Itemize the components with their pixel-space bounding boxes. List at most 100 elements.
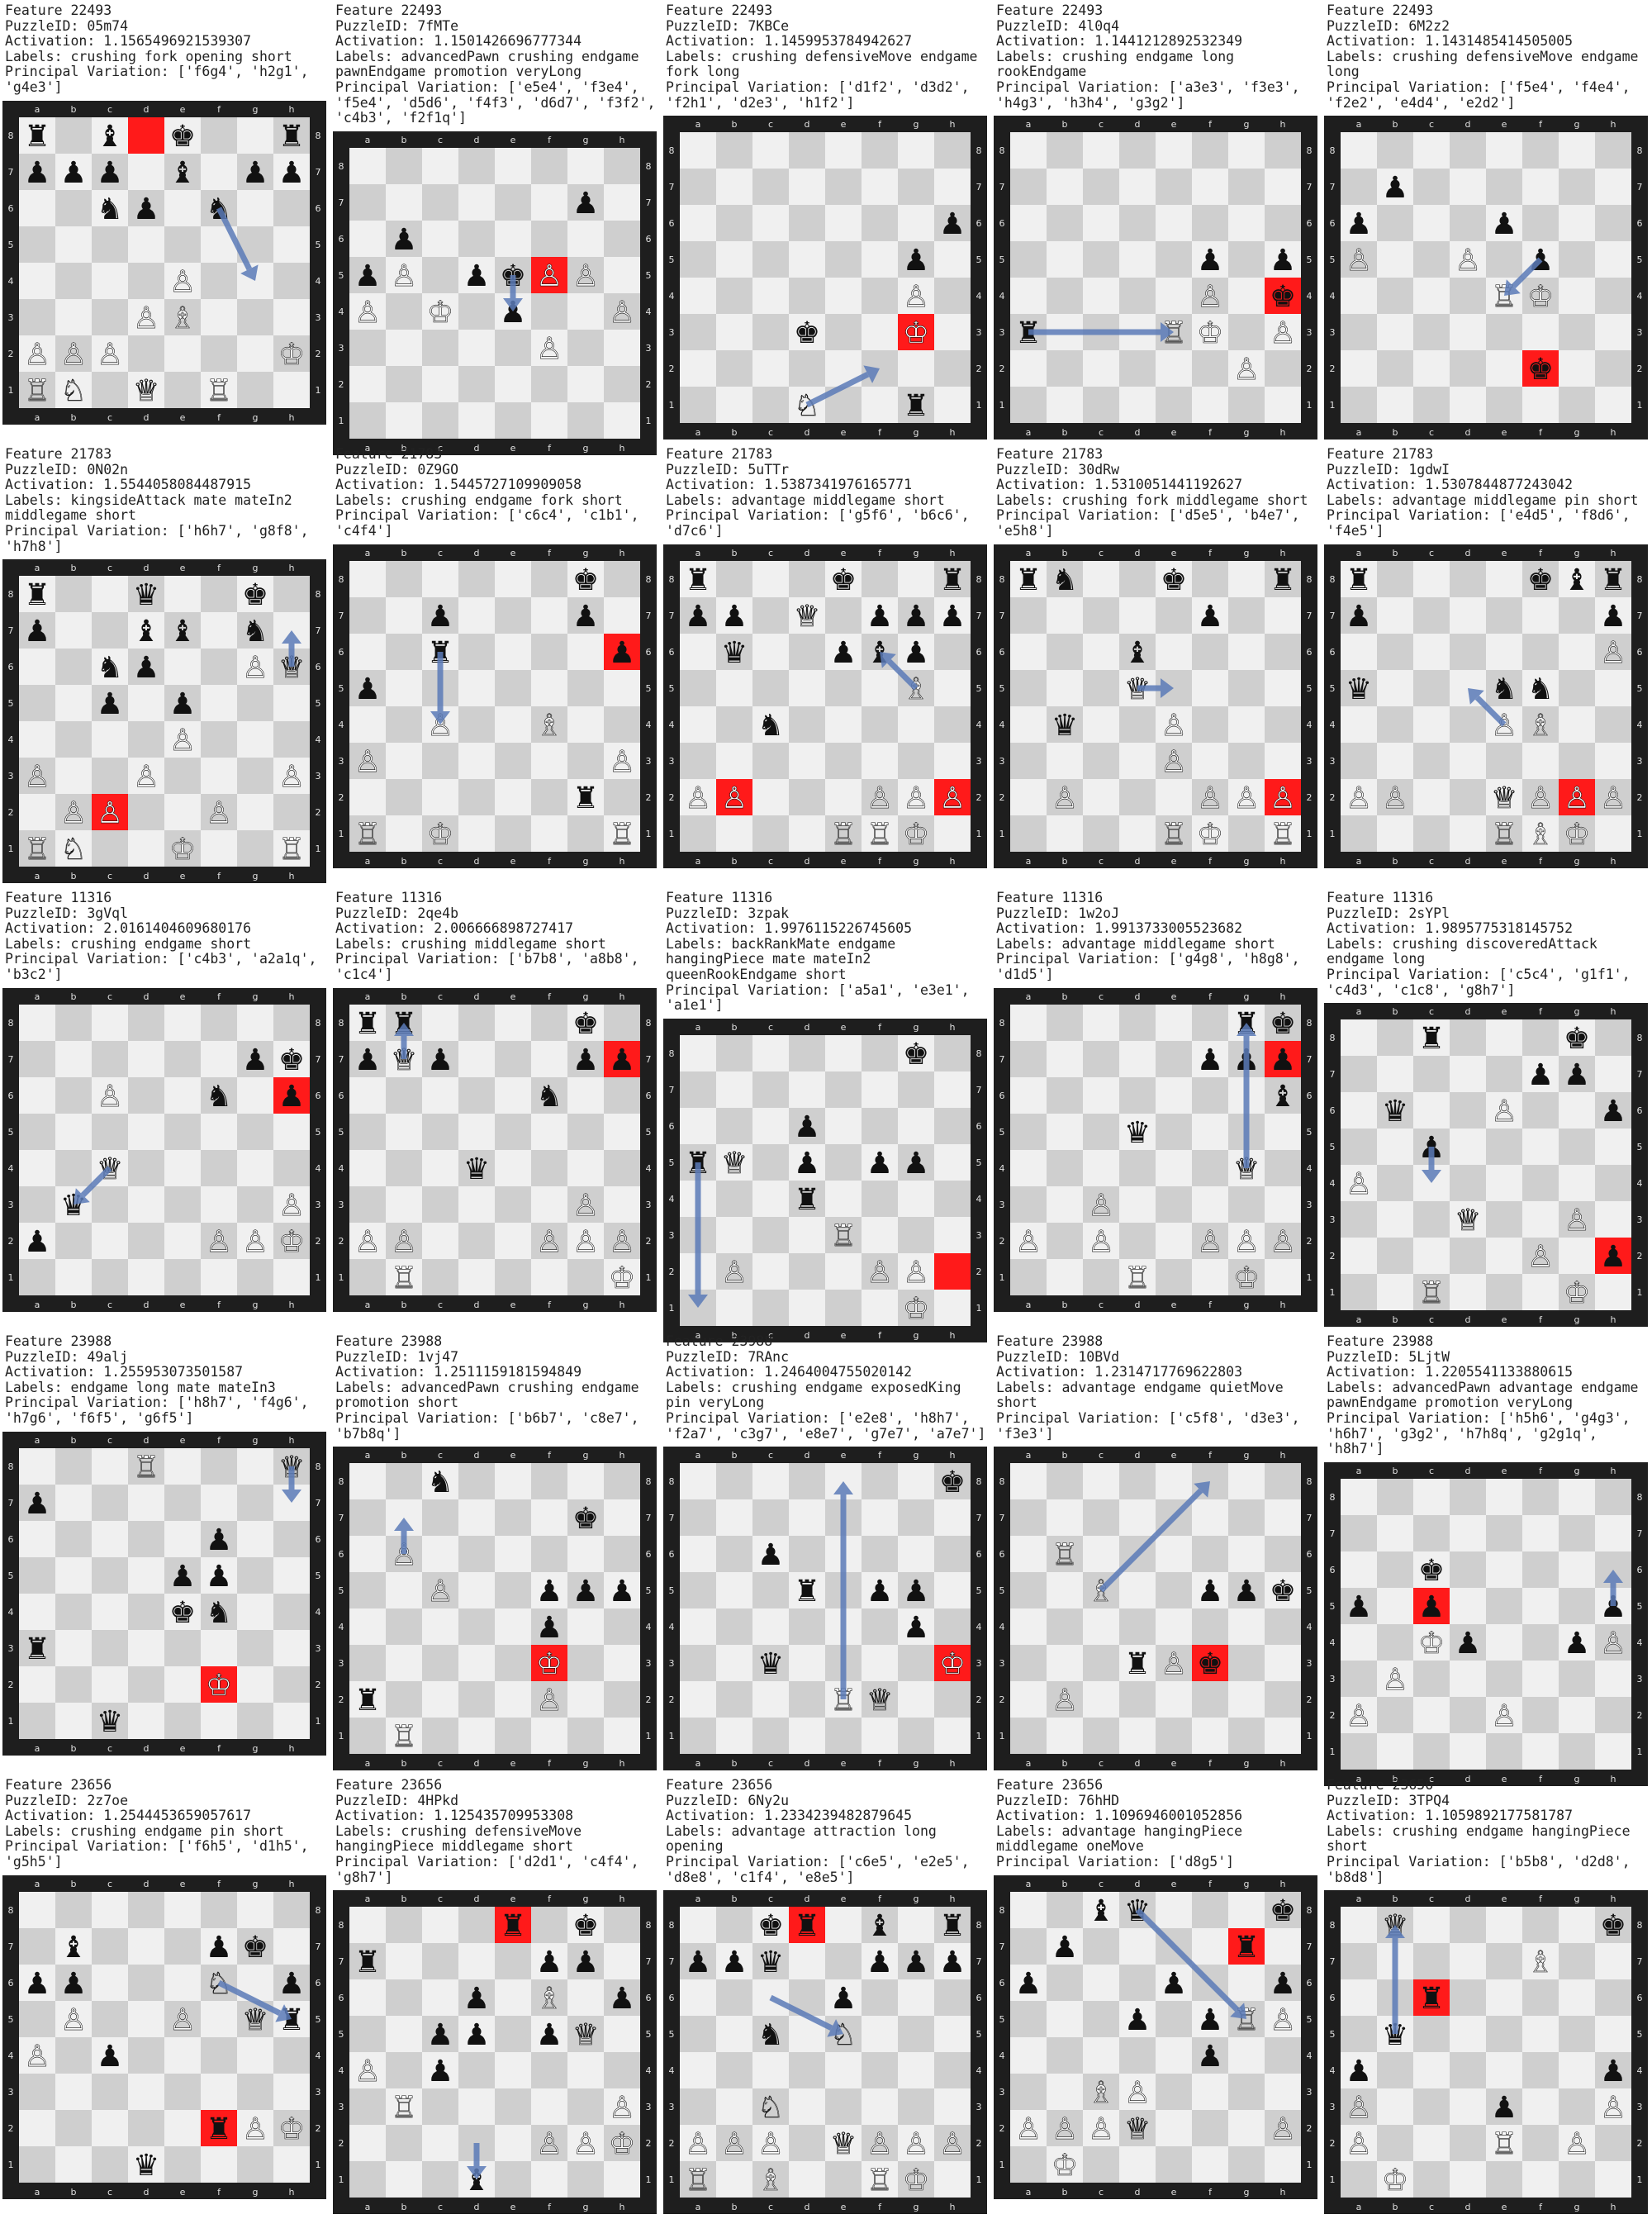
file-label: g — [1574, 548, 1580, 558]
square — [1047, 743, 1083, 779]
caption-line: Feature 23656 — [666, 1777, 773, 1793]
white-king-icon: ♔ — [1197, 818, 1223, 852]
rank-label: 5 — [316, 240, 321, 250]
file-label: h — [620, 443, 625, 454]
caption-line: Activation: 1.1459953784942627 — [666, 33, 913, 50]
square — [1047, 1608, 1083, 1645]
square — [458, 706, 495, 743]
arrow-shaft — [805, 372, 870, 408]
rank-label: 3 — [339, 343, 344, 354]
rank-label: 1 — [646, 416, 652, 426]
square — [495, 706, 531, 743]
rank-label: 4 — [999, 720, 1005, 730]
white-pawn-icon: ♙ — [757, 2127, 784, 2161]
square — [458, 743, 495, 779]
square — [1119, 1186, 1156, 1223]
square — [934, 169, 971, 205]
square — [604, 743, 640, 779]
file-label: b — [1393, 2202, 1398, 2212]
square — [680, 2016, 716, 2052]
black-knight-icon: ♞ — [536, 1080, 563, 1114]
file-label: e — [841, 548, 847, 558]
caption-line: Feature 23988 — [996, 1333, 1104, 1349]
white-queen-icon: ♕ — [242, 2003, 268, 2037]
square — [128, 1114, 164, 1150]
square — [716, 1181, 752, 1217]
square — [898, 1572, 934, 1608]
square — [1047, 2074, 1083, 2110]
white-queen-icon: ♕ — [794, 600, 820, 634]
caption-line: Labels: advantage middlegame short — [666, 492, 945, 508]
rank-label: 3 — [669, 1230, 675, 1241]
rank-label: 7 — [316, 1498, 321, 1509]
black-pawn-icon: ♟ — [1564, 1627, 1590, 1661]
rank-label: 1 — [999, 1272, 1005, 1283]
file-label: h — [620, 2202, 625, 2212]
square — [934, 387, 971, 423]
rank-label: 1 — [999, 829, 1005, 839]
caption-line: Activation: 1.1059892177581787 — [1327, 1808, 1574, 1824]
square — [1377, 241, 1413, 278]
square — [1486, 1943, 1522, 1979]
black-bishop-icon: ♝ — [97, 120, 123, 154]
square — [386, 561, 422, 597]
file-label: f — [217, 991, 221, 1002]
white-pawn-icon: ♙ — [1270, 2003, 1296, 2037]
square — [825, 670, 862, 706]
file-label: a — [1356, 1894, 1362, 1904]
caption-line: fork long — [666, 64, 740, 80]
square — [934, 597, 971, 634]
square — [1047, 132, 1083, 169]
square — [1559, 350, 1595, 387]
rank-label: 4 — [976, 2065, 982, 2076]
square — [422, 1005, 458, 1041]
caption-line: Principal Variation: ['c6e5', 'e2e5', — [666, 1853, 970, 1870]
square — [1522, 314, 1559, 350]
file-label: h — [1611, 1894, 1616, 1904]
caption-line: 'a1e1'] — [666, 997, 724, 1014]
square — [789, 1144, 825, 1181]
black-knight-icon: ♞ — [427, 1466, 453, 1499]
square — [789, 1290, 825, 1326]
white-queen-icon: ♕ — [721, 1147, 748, 1181]
square — [458, 402, 495, 439]
square — [680, 169, 716, 205]
rank-label: 1 — [1307, 2160, 1313, 2170]
black-pawn-icon: ♟ — [1491, 207, 1517, 241]
rank-label: 4 — [1307, 1163, 1313, 1174]
square — [458, 1979, 495, 2016]
square — [1595, 1479, 1631, 1515]
square — [458, 1681, 495, 1718]
square — [604, 1005, 640, 1041]
file-label: f — [1208, 119, 1213, 130]
square — [567, 402, 604, 439]
square — [1413, 350, 1450, 387]
rank-label: 2 — [1637, 1710, 1643, 1721]
file-label: a — [365, 135, 371, 145]
square — [604, 402, 640, 439]
rank-label: 7 — [1330, 1956, 1336, 1967]
highlighted-square — [92, 794, 128, 830]
square — [1377, 1733, 1413, 1770]
black-knight-icon: ♞ — [206, 1596, 232, 1630]
file-label: f — [1208, 2187, 1213, 2198]
square — [422, 148, 458, 184]
rank-label: 5 — [999, 1127, 1005, 1138]
square — [1156, 1041, 1192, 1077]
white-pawn-icon: ♙ — [903, 1256, 929, 1290]
file-label: b — [1393, 1314, 1398, 1325]
file-label: e — [1171, 991, 1177, 1002]
caption-line: Activation: 1.5307844877243042 — [1327, 477, 1574, 493]
square — [1228, 561, 1265, 597]
square — [1450, 2161, 1486, 2198]
caption-line: Principal Variation: ['e5e4', 'f3e4', — [335, 78, 639, 95]
black-pawn-icon: ♟ — [572, 1946, 599, 1979]
file-label: e — [510, 1894, 516, 1904]
file-label: c — [768, 1450, 773, 1461]
square — [1119, 1572, 1156, 1608]
rank-label: 6 — [8, 662, 14, 672]
